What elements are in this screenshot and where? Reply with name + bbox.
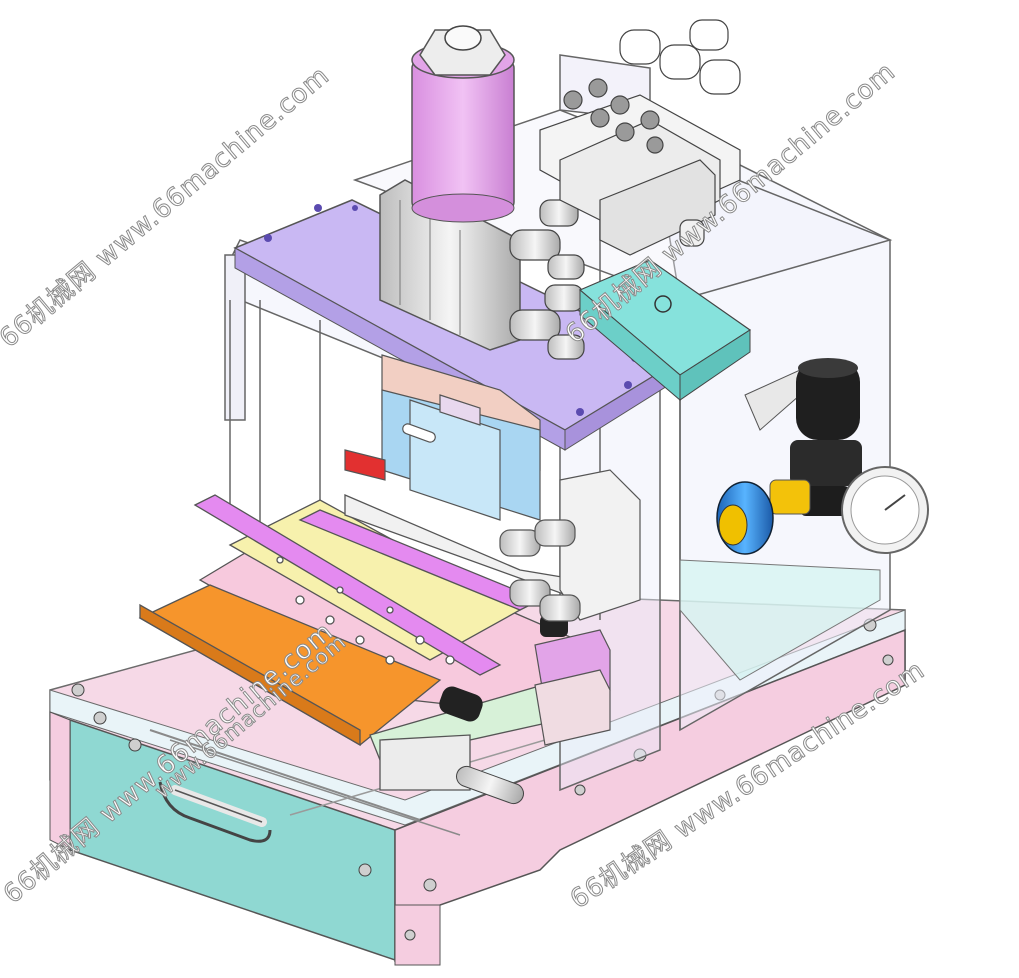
pneumatic-cylinder [379, 25, 521, 351]
slide-plates [138, 494, 602, 791]
lower-right-panel [679, 559, 881, 681]
center-mechanism [344, 354, 541, 521]
side-block [499, 469, 641, 746]
teal-block [578, 259, 752, 402]
solenoid-valves [539, 19, 741, 256]
pressure-regulator [716, 358, 929, 555]
cylinder-fittings [509, 199, 585, 360]
